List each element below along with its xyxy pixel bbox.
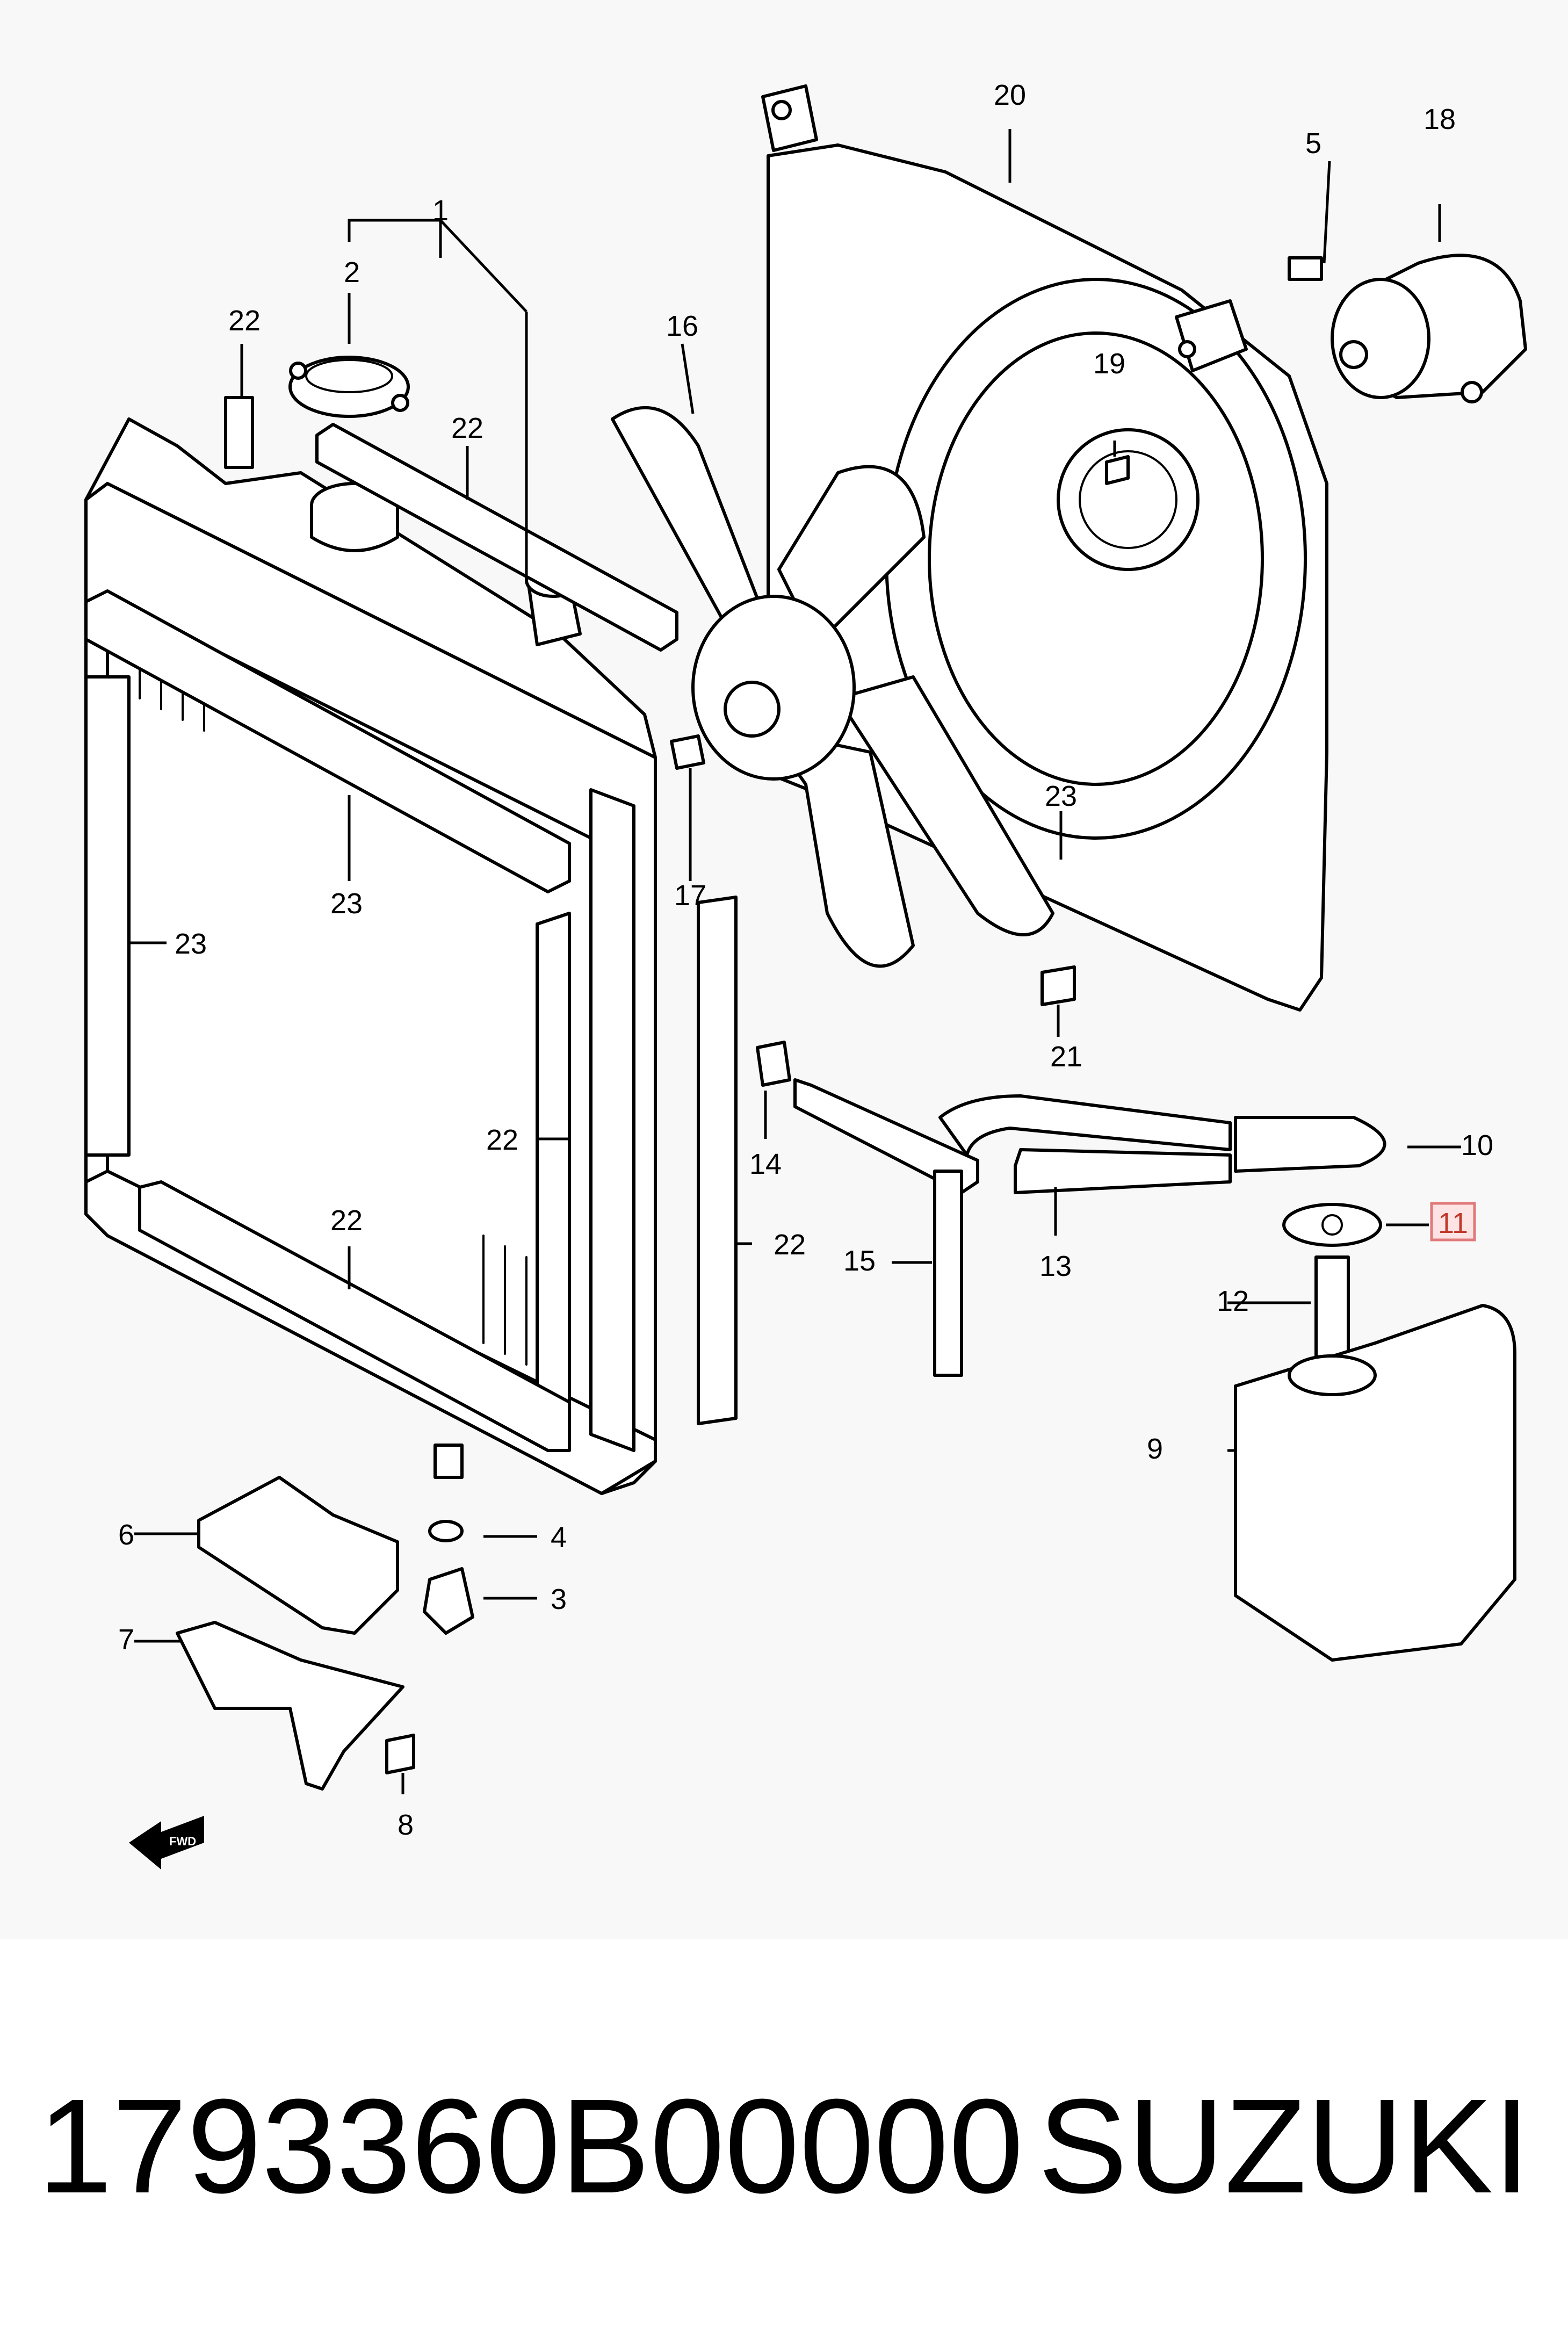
bolts [385,256,1323,1774]
fan-shroud [761,84,1328,1012]
fwd-arrow: FWD [129,1816,204,1870]
leader-lines [129,129,1461,1794]
callout-14: 14 [749,1148,782,1180]
callouts: 1 2 3 4 5 6 7 8 9 10 11 12 13 14 15 16 1… [118,79,1493,1841]
callout-22-outer: 22 [774,1229,806,1261]
callout-18: 18 [1424,103,1456,135]
callout-17: 17 [674,879,706,912]
callout-19: 19 [1093,348,1125,380]
callout-1: 1 [432,194,449,227]
callout-6: 6 [118,1519,134,1551]
callout-16: 16 [666,310,698,342]
callout-3: 3 [551,1583,567,1615]
callout-11-highlight [1430,1202,1476,1242]
fan-blade [611,406,1054,968]
callout-23-top: 23 [330,887,363,920]
lower-brackets [176,1476,474,1791]
callout-22-top: 22 [228,305,261,337]
reservoir [1234,1116,1516,1662]
callout-13: 13 [1039,1250,1072,1282]
seal-strips [84,396,738,1452]
callout-20: 20 [994,79,1026,111]
callout-10: 10 [1461,1129,1493,1161]
footer [0,1939,1568,2331]
fwd-label: FWD [169,1835,196,1848]
fan-motor [1331,254,1527,403]
callout-7: 7 [118,1623,134,1656]
callout-22-bottom: 22 [330,1204,363,1237]
callout-23-left: 23 [175,928,207,960]
part-number: 1793360B00000 [38,2071,1024,2221]
callout-21: 21 [1050,1041,1082,1073]
hoses [756,1041,1232,1377]
callout-4: 4 [551,1521,567,1554]
callout-23-shroud: 23 [1045,780,1077,812]
callout-5: 5 [1305,127,1321,160]
callout-8: 8 [398,1809,414,1841]
callout-22-right: 22 [486,1124,518,1156]
brand-name: SUZUKI [1038,2071,1530,2221]
callout-2: 2 [344,256,360,288]
parts-diagram: FWD 1 2 3 [84,79,1527,1870]
callout-11: 11 [1438,1207,1468,1239]
callout-12: 12 [1217,1285,1249,1317]
callout-22-strip: 22 [451,412,483,444]
radiator-cap [288,356,410,418]
callout-15: 15 [843,1245,876,1277]
callout-9: 9 [1147,1433,1163,1465]
